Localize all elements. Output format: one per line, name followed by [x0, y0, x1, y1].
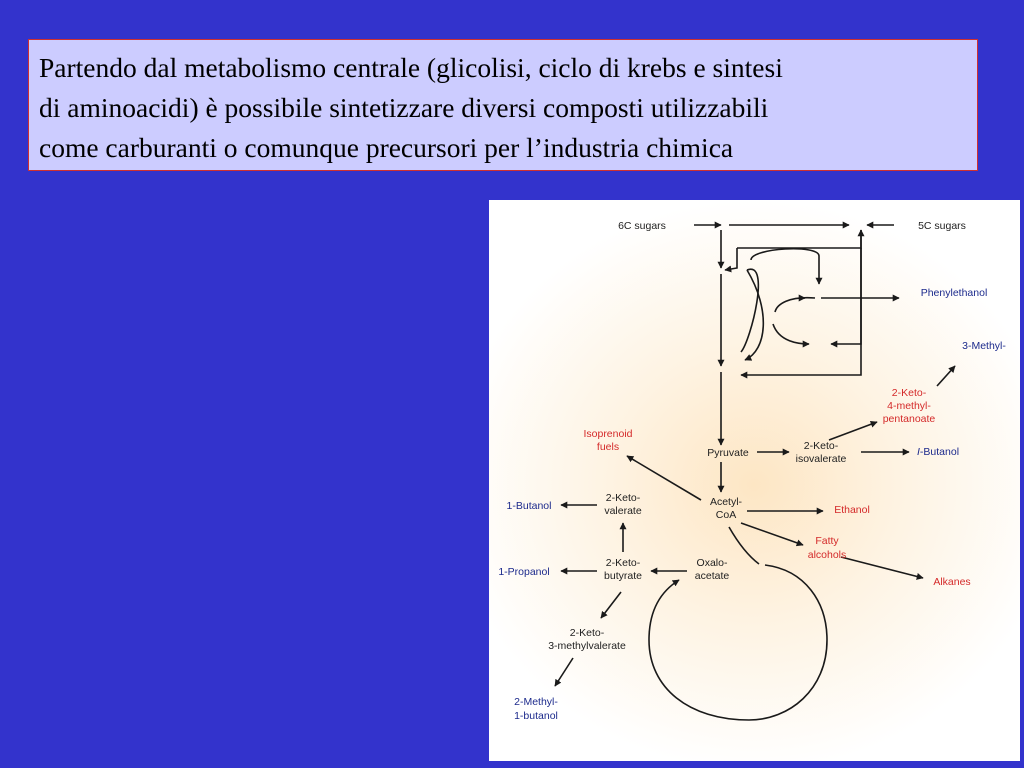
label-ketovalerate-2: valerate — [604, 505, 642, 517]
intro-line-2: di aminoacidi) è possibile sintetizzare … — [39, 92, 769, 123]
arrow-to-alkanes — [840, 556, 924, 580]
arrow-loop-bottom — [740, 248, 862, 379]
arrow-to-3methyl — [936, 365, 956, 387]
arrow-acetyl-to-cycle — [728, 526, 760, 565]
pathway-labels: 6C sugars 5C sugars Phenylethanol 3-Meth… — [498, 220, 1006, 722]
lower-network-arrows — [554, 365, 956, 721]
label-keto4methyl-1: 2-Keto- — [892, 387, 927, 399]
label-5c-sugars: 5C sugars — [918, 220, 966, 232]
label-ketobutyrate-2: butyrate — [604, 570, 642, 582]
arrow-right-side-down — [830, 230, 862, 348]
label-coa: CoA — [716, 509, 736, 521]
arrow-loop-up-5c — [737, 229, 865, 249]
label-alcohols: alcohols — [808, 549, 847, 561]
upper-network-arrows — [694, 221, 900, 446]
label-ketomethylvalerate-2: 3-methylvalerate — [548, 640, 626, 652]
label-ketomethylvalerate-1: 2-Keto- — [570, 627, 605, 639]
label-phenylethanol: Phenylethanol — [921, 287, 988, 299]
arrow-to-ketomethylvalerate — [600, 591, 622, 619]
arrow-big-curve — [744, 269, 765, 361]
intro-line-1: Partendo dal metabolismo centrale (glico… — [39, 52, 783, 83]
label-acetyl: Acetyl- — [710, 496, 743, 508]
label-oxalo: Oxalo- — [697, 557, 728, 569]
arrow-to-isoprenoid — [626, 455, 702, 501]
label-1-butanol-2: 1-butanol — [514, 710, 558, 722]
label-i-butanol-prefix: I — [917, 446, 920, 458]
label-i-butanol-suffix: -Butanol — [920, 446, 959, 458]
arrow-curve-inner — [774, 296, 816, 313]
intro-textbox: Partendo dal metabolismo centrale (glico… — [28, 39, 978, 171]
label-pyruvate: Pyruvate — [707, 447, 749, 459]
label-3-methyl: 3-Methyl- — [962, 340, 1006, 352]
arrow-big-curve-2 — [740, 268, 760, 353]
label-ketovalerate-1: 2-Keto- — [606, 492, 641, 504]
arrow-curve-lower — [772, 323, 810, 348]
label-fatty: Fatty — [815, 535, 839, 547]
label-ketoisovalerate-1: 2-Keto- — [804, 440, 839, 452]
label-1-propanol: 1-Propanol — [498, 566, 549, 578]
label-ketobutyrate-1: 2-Keto- — [606, 557, 641, 569]
label-6c-sugars: 6C sugars — [618, 220, 666, 232]
label-ketoisovalerate-2: isovalerate — [796, 453, 847, 465]
label-1-butanol: 1-Butanol — [507, 500, 552, 512]
label-isoprenoid-1: Isoprenoid — [583, 428, 632, 440]
metabolic-pathway-figure: 6C sugars 5C sugars Phenylethanol 3-Meth… — [489, 200, 1020, 761]
label-2-methyl: 2-Methyl- — [514, 696, 558, 708]
arrow-loop-left — [724, 248, 738, 273]
label-alkanes: Alkanes — [933, 576, 970, 588]
label-i-butanol: I-Butanol — [917, 446, 959, 458]
tca-cycle-circle — [648, 564, 828, 721]
pathway-diagram: 6C sugars 5C sugars Phenylethanol 3-Meth… — [498, 220, 1006, 722]
arrow-to-fatty — [740, 522, 804, 547]
arrow-to-methylbutanol — [554, 657, 574, 687]
label-isoprenoid-2: fuels — [597, 441, 619, 453]
label-keto4methyl-2: 4-methyl- — [887, 400, 931, 412]
intro-line-3: come carburanti o comunque precursori pe… — [39, 132, 734, 163]
label-acetate: acetate — [695, 570, 730, 582]
label-ethanol: Ethanol — [834, 504, 870, 516]
label-keto4methyl-3: pentanoate — [883, 413, 936, 425]
arrow-to-keto4methyl — [828, 420, 878, 441]
arrow-curve-right — [750, 247, 823, 285]
